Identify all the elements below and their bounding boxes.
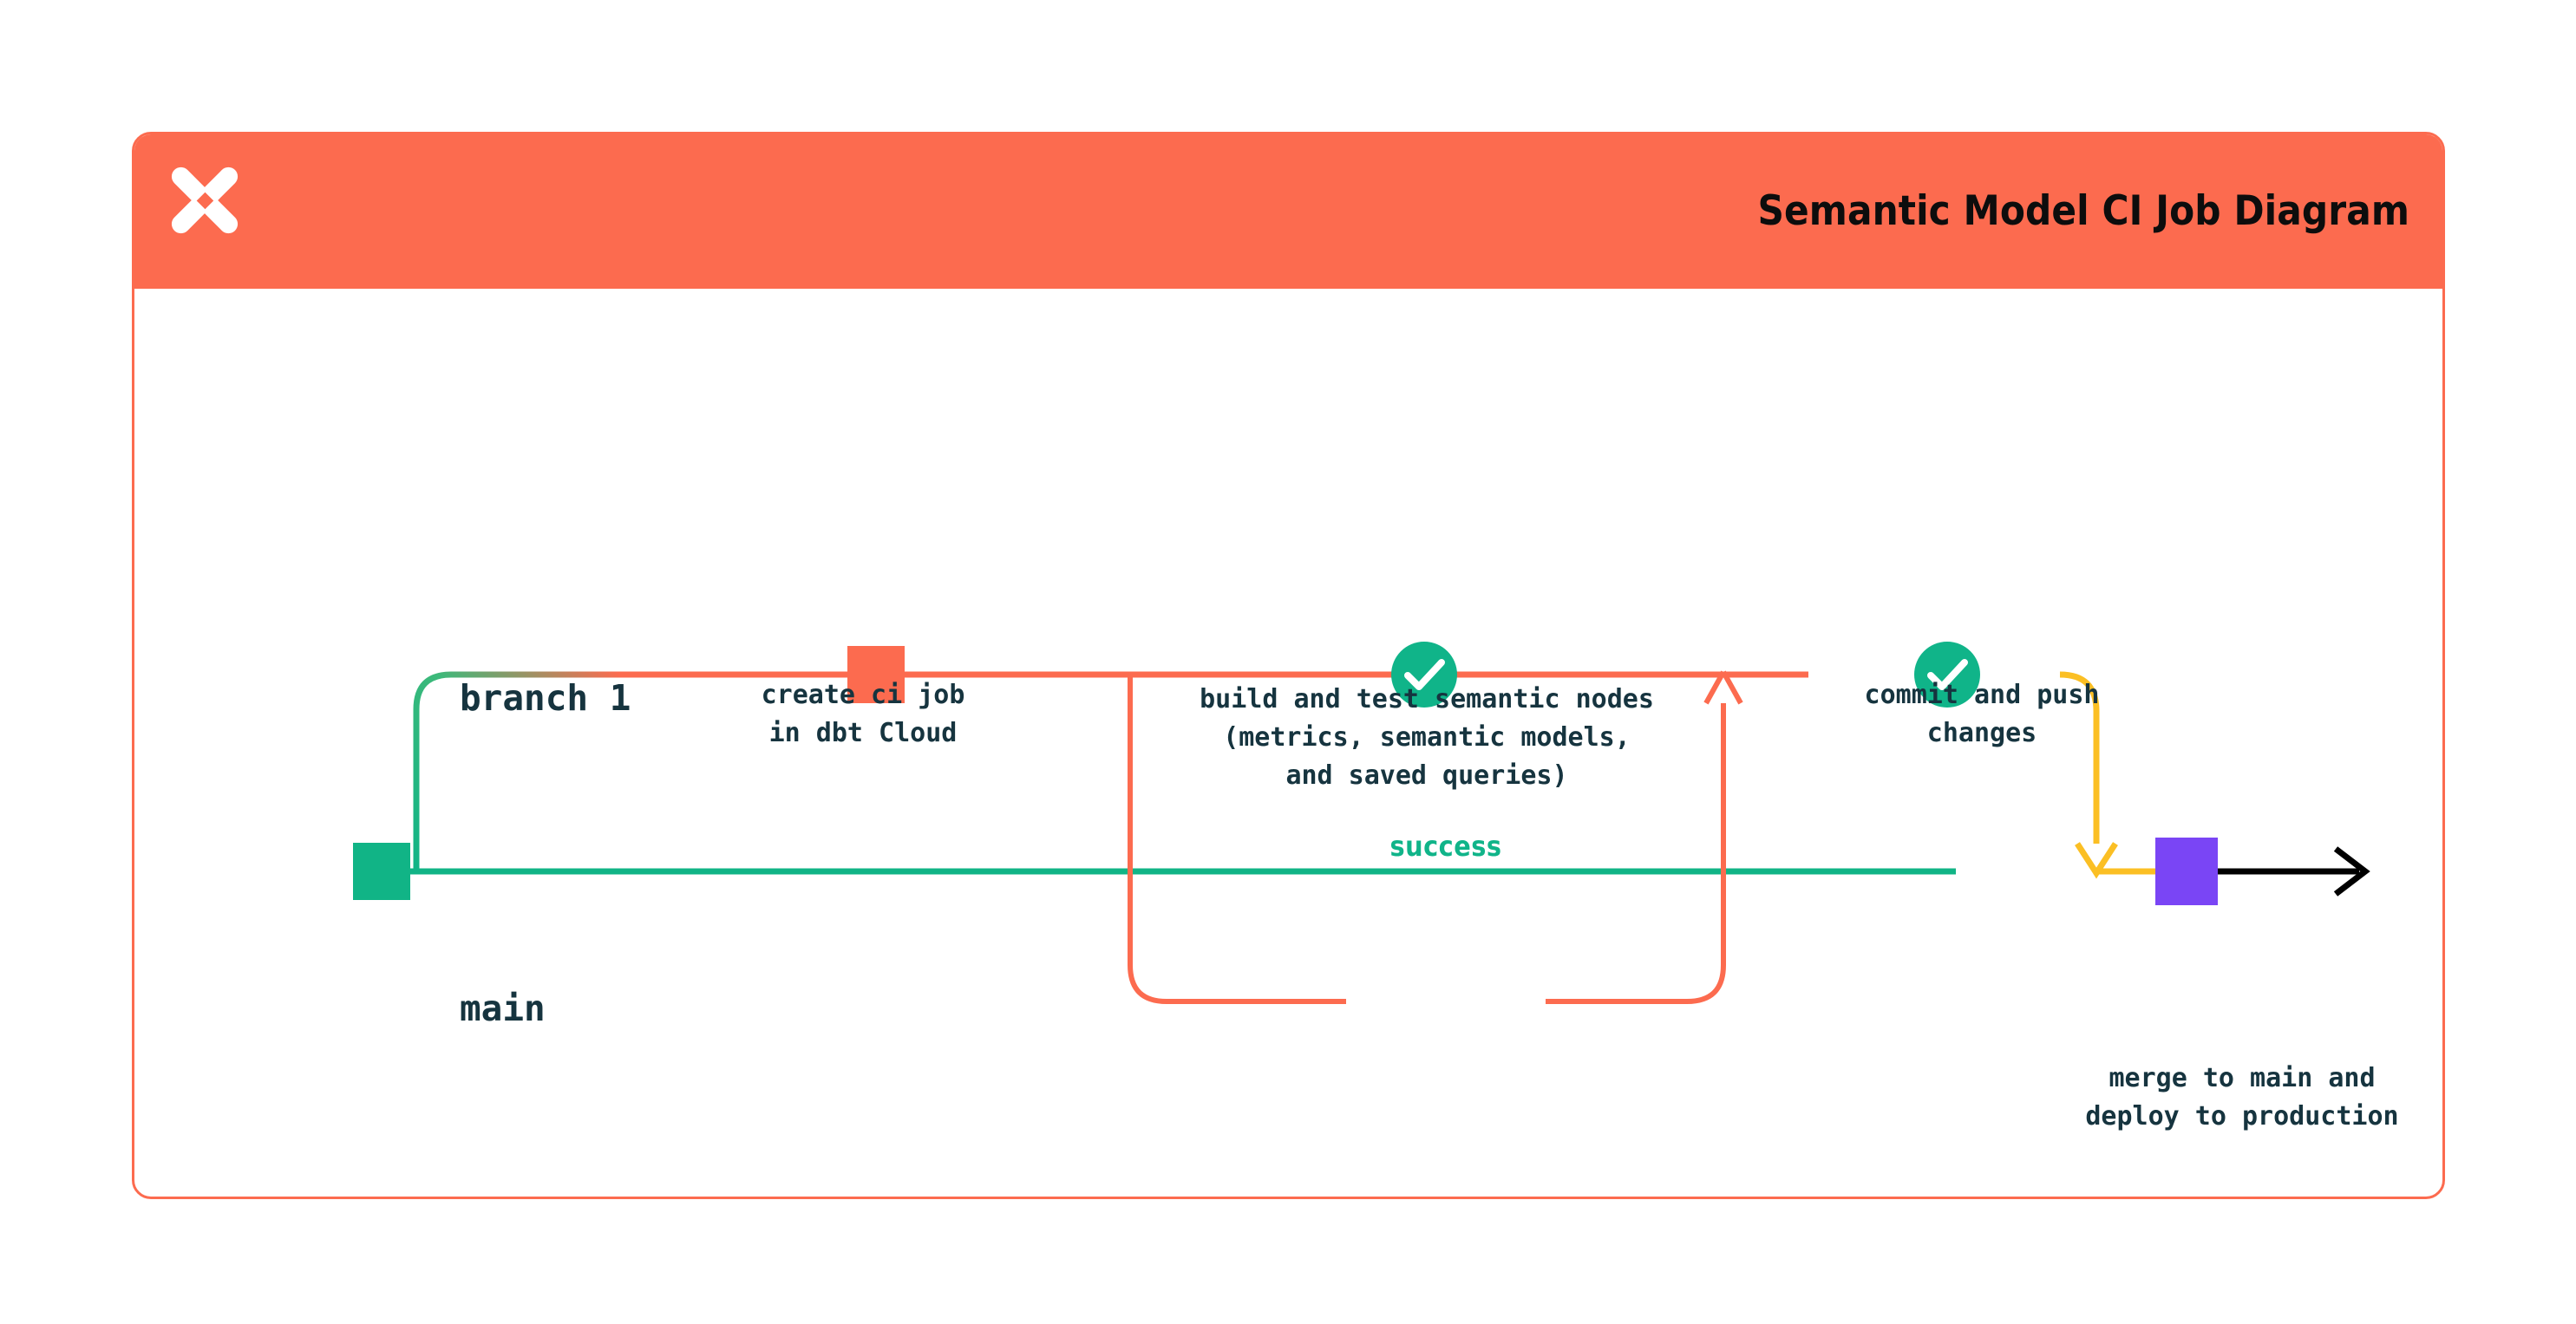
node-caption-create-ci-job: create ci job in dbt Cloud (761, 680, 965, 748)
diagram-card: Semantic Model CI Job Diagram (132, 132, 2445, 1199)
node-marker-main-start[interactable] (353, 843, 410, 900)
node-marker-build-and-test[interactable] (1391, 642, 1457, 708)
git-flow-diagram (353, 642, 2370, 1004)
loop-arrowhead-icon (1703, 670, 1743, 705)
node-caption-merge-to-main: merge to main and deploy to production (2085, 1063, 2399, 1132)
node-marker-commit-and-push[interactable] (1914, 642, 1980, 708)
check-icon (1927, 659, 1968, 690)
edge-success-loop-left (1128, 675, 1346, 1004)
node-marker-merge-to-main[interactable] (2155, 838, 2218, 905)
node-marker-create-ci-job[interactable] (847, 646, 905, 703)
lane-label-main: main (460, 988, 546, 1029)
node-caption-build-and-test: build and test semantic nodes (metrics, … (1200, 684, 1654, 791)
edge-branch-off (413, 671, 620, 871)
page-title: Semantic Model CI Job Diagram (1757, 187, 2409, 235)
main-arrowhead-icon (2333, 846, 2370, 897)
lane-label-branch-1: branch 1 (460, 677, 631, 719)
node-caption-commit-and-push: commit and push changes (1864, 680, 2100, 748)
card-header: Semantic Model CI Job Diagram (134, 134, 2442, 289)
edge-merge-down (2059, 671, 2100, 844)
dbt-logo-icon (171, 166, 239, 234)
edge-label-success: success (1346, 830, 1546, 863)
check-icon (1404, 659, 1445, 690)
edge-success-loop-right (1546, 703, 1726, 1004)
